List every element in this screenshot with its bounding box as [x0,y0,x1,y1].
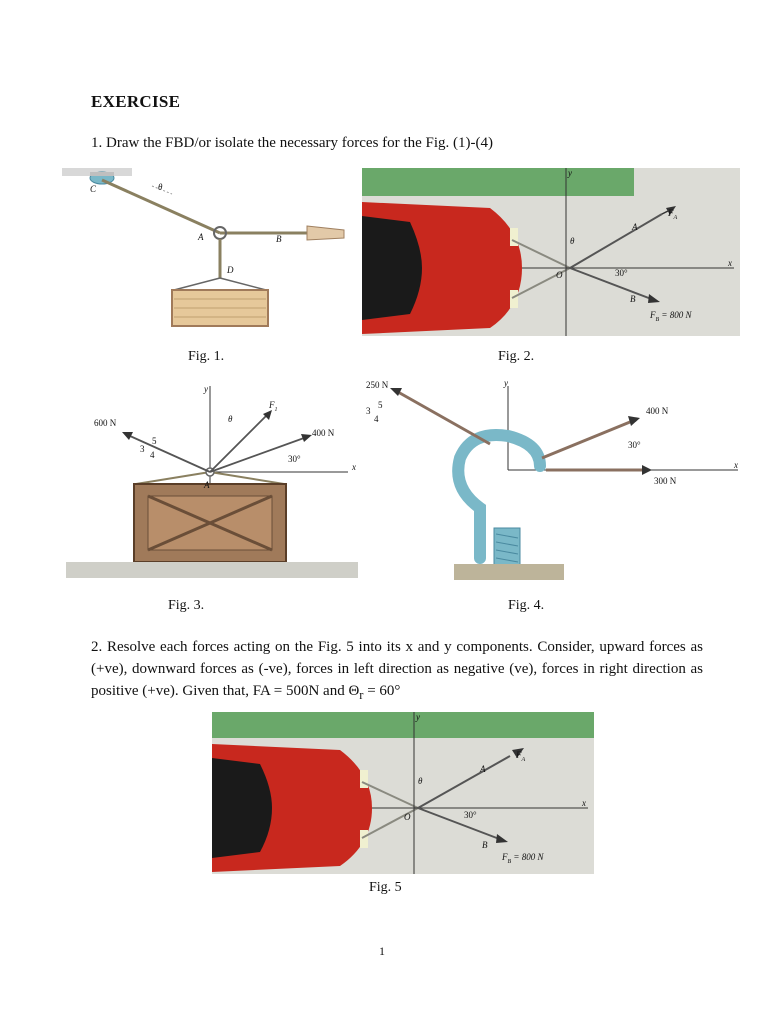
page-number: 1 [379,944,385,958]
figure-4: 250 N 400 N 300 N 30° 3 4 5 y x [362,378,742,580]
fig3-label-600n: 600 N [94,418,117,428]
fig4-label-x: x [733,460,738,470]
fig3-label-4: 4 [150,450,155,460]
fig3-label-x: x [351,462,356,472]
fig3-label-a: A [203,480,210,490]
fig5-label-theta: θ [418,776,423,786]
fig3-label-f1: F1 [268,400,278,413]
fig3-label-5: 5 [152,436,157,446]
fig4-caption: Fig. 4. [508,598,545,613]
fig2-label-x: x [727,258,732,268]
fig5-label-x: x [581,798,586,808]
question-2: 2. Resolve each forces acting on the Fig… [91,636,703,706]
fig5-label-y: y [415,712,420,722]
fig4-label-3: 3 [366,406,371,416]
fig2-label-y: y [567,168,572,178]
fig3-label-y: y [203,384,208,394]
figure-3: 600 N F1 400 N 30° θ A 3 4 5 x y [66,380,358,578]
fig1-label-a: A [197,232,204,242]
fig1-label-b: B [276,234,282,244]
fig3-label-3: 3 [140,444,145,454]
question-2-theta-value: = 60° [363,683,401,699]
fig4-label-5: 5 [378,400,383,410]
fig2-label-b: B [630,294,636,304]
fig4-label-y: y [503,378,508,388]
fig2-label-fa: FA [667,208,678,221]
fig5-label-a: A [479,764,486,774]
fig5-label-b: B [482,840,488,850]
fig4-label-angle: 30° [628,440,641,450]
question-1: 1. Draw the FBD/or isolate the necessary… [91,135,493,151]
fig1-label-d: D [226,265,234,275]
fig2-label-fb: FB = 800 N [649,310,692,323]
fig2-label-a: A [631,222,638,232]
figure-5: FA A B O θ 30° x y FB = 800 N [212,712,594,874]
fig3-label-angle: 30° [288,454,301,464]
fig4-label-4: 4 [374,414,379,424]
fig5-caption: Fig. 5 [369,880,402,895]
fig3-label-400n: 400 N [312,428,335,438]
fig4-label-300n: 300 N [654,476,677,486]
figure-2: FA A B O θ 30° x y FB = 800 N [362,168,740,336]
fig5-label-fa: FA [515,750,526,763]
fig5-label-fb: FB = 800 N [501,852,544,865]
fig5-label-angle: 30° [464,810,477,820]
question-2-theta-subscript: r [359,688,364,702]
exercise-heading: EXERCISE [91,92,181,111]
fig1-label-theta: θ [158,182,163,192]
fig3-caption: Fig. 3. [168,598,205,613]
fig1-caption: Fig. 1. [188,349,225,364]
fig3-label-theta: θ [228,414,233,424]
figure-1: C θ A B D [62,168,352,336]
fig5-label-o: O [404,812,411,822]
fig2-caption: Fig. 2. [498,349,535,364]
fig2-label-angle: 30° [615,268,628,278]
fig4-label-250n: 250 N [366,380,389,390]
question-2-text: 2. Resolve each forces acting on the Fig… [91,639,703,699]
fig2-label-theta: θ [570,236,575,246]
fig4-label-400n: 400 N [646,406,669,416]
fig1-label-c: C [90,184,97,194]
fig2-label-o: O [556,270,563,280]
